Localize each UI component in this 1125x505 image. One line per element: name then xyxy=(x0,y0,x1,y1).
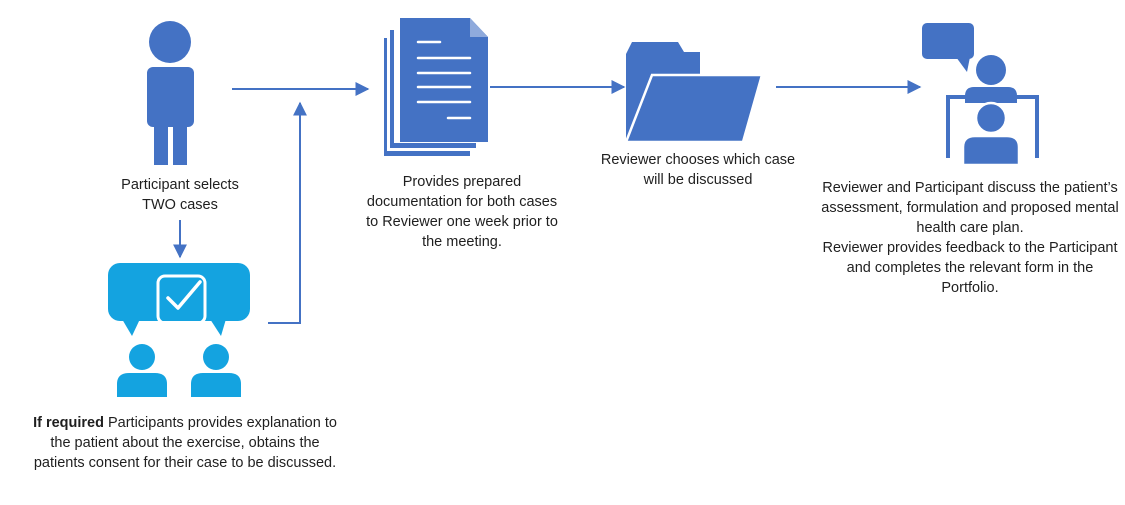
discuss-label: Reviewer and Participant discuss the pat… xyxy=(820,178,1120,298)
consent-label-bold: If required xyxy=(33,415,104,431)
discuss-label-line1: Reviewer and Participant discuss the pat… xyxy=(821,180,1119,236)
select-cases-label: Participant selects TWO cases xyxy=(121,177,239,213)
folder-icon xyxy=(624,42,764,144)
discussion-icon xyxy=(922,23,1039,167)
arrow-consent-to-docs xyxy=(268,101,307,324)
consent-label-text: Participants provides explanation to the… xyxy=(33,415,337,471)
consent-label: If required Participants provides explan… xyxy=(30,413,340,473)
person-icon xyxy=(147,21,194,165)
documents-label: Provides prepared documentation for both… xyxy=(366,174,558,250)
choose-case-label: Reviewer chooses which case will be disc… xyxy=(600,152,796,188)
documents-icon xyxy=(384,18,488,156)
discuss-label-line2: Reviewer provides feedback to the Partic… xyxy=(822,240,1118,296)
consent-icon xyxy=(108,263,250,397)
